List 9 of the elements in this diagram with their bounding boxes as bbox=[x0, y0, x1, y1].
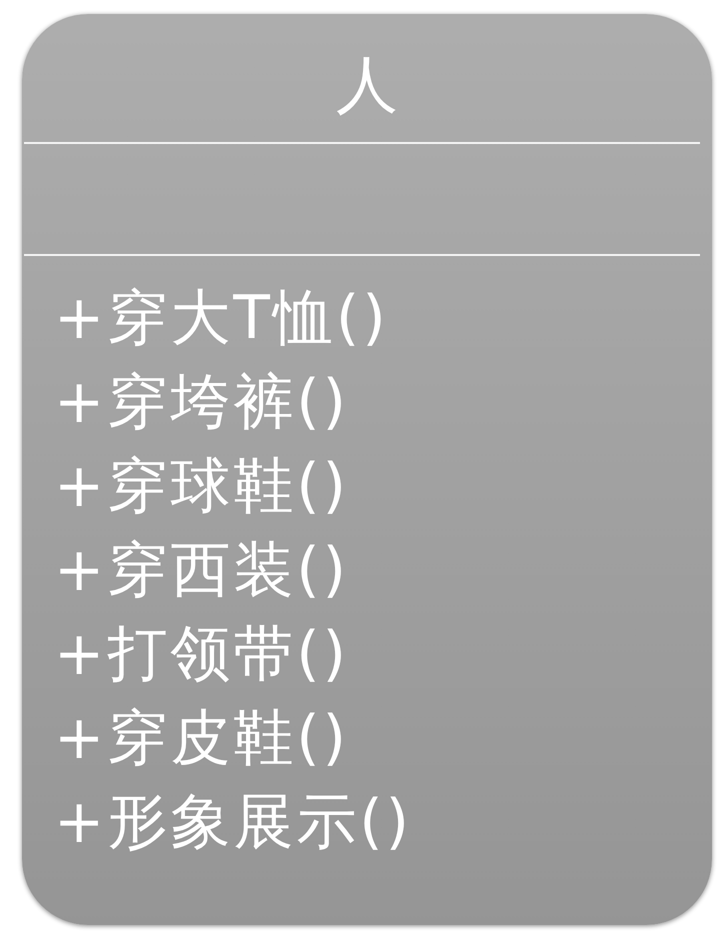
method-text: +穿垮裤() bbox=[54, 372, 350, 432]
class-name: 人 bbox=[335, 54, 399, 116]
method-text: +形象展示() bbox=[54, 792, 412, 852]
method-text: +打领带() bbox=[54, 624, 350, 684]
method-text: +穿大T恤() bbox=[54, 288, 389, 348]
class-box bbox=[22, 14, 712, 925]
method-text: +穿皮鞋() bbox=[54, 708, 350, 768]
method-text: +穿球鞋() bbox=[54, 456, 350, 516]
method-text: +穿西装() bbox=[54, 540, 350, 600]
